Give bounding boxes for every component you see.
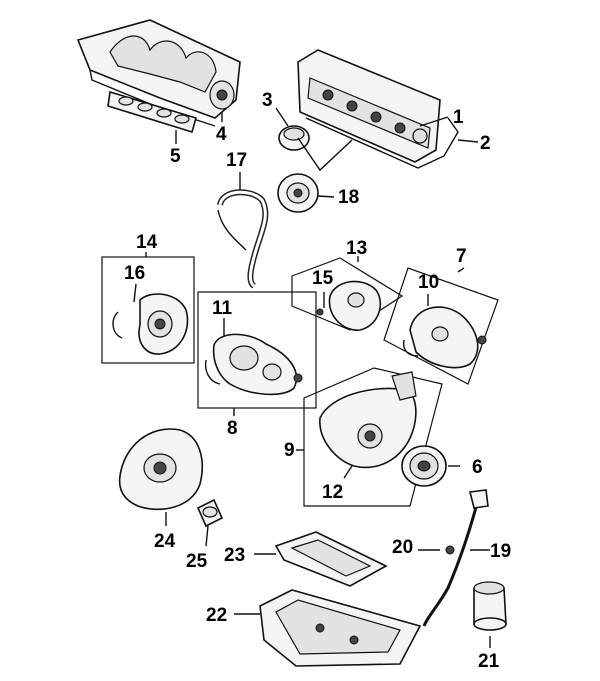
leader-lines bbox=[133, 107, 491, 648]
intake-gasket bbox=[107, 90, 197, 134]
callout-24: 24 bbox=[154, 531, 176, 552]
oil-pump bbox=[118, 428, 203, 511]
callout-3: 3 bbox=[262, 90, 273, 111]
timing-cover-rear bbox=[112, 293, 189, 355]
callout-16: 16 bbox=[124, 263, 145, 284]
callout-1: 1 bbox=[453, 107, 464, 128]
callout-6: 6 bbox=[472, 457, 483, 478]
callout-10: 10 bbox=[418, 272, 439, 293]
valve-cover-gasket bbox=[305, 117, 459, 169]
callout-21: 21 bbox=[478, 651, 500, 672]
oil-pan bbox=[259, 589, 422, 667]
group-box-7 bbox=[383, 267, 499, 385]
callout-18: 18 bbox=[338, 187, 359, 208]
group-box-8 bbox=[197, 291, 317, 409]
callout-19: 19 bbox=[490, 541, 511, 562]
timing-cover-upper-right bbox=[402, 306, 487, 369]
callout-4: 4 bbox=[216, 124, 227, 145]
callout-23: 23 bbox=[224, 545, 245, 566]
timing-belt bbox=[217, 189, 269, 289]
dipstick-assembly bbox=[422, 489, 489, 627]
cam-sprocket bbox=[277, 173, 319, 213]
group-box-14 bbox=[101, 256, 195, 364]
callout-12: 12 bbox=[322, 482, 343, 503]
callout-11: 11 bbox=[212, 298, 233, 319]
oil-filler-cap bbox=[278, 125, 310, 151]
timing-cover-upper-left bbox=[204, 333, 303, 396]
callout-22: 22 bbox=[206, 605, 227, 626]
oil-pan-baffle bbox=[274, 531, 388, 587]
callout-17: 17 bbox=[226, 150, 247, 171]
oil-filter bbox=[473, 581, 507, 631]
callout-8: 8 bbox=[227, 418, 238, 439]
callout-7: 7 bbox=[456, 246, 467, 267]
callout-2: 2 bbox=[480, 133, 491, 154]
callout-labels: 1 2 3 4 5 6 7 8 9 10 11 12 13 14 15 16 1… bbox=[124, 90, 511, 672]
callout-15: 15 bbox=[312, 268, 334, 289]
callout-25: 25 bbox=[186, 551, 208, 572]
filter-adapter bbox=[196, 498, 224, 528]
crankshaft-pulley bbox=[401, 445, 447, 487]
callout-20: 20 bbox=[392, 537, 413, 558]
timing-cover-lower bbox=[319, 371, 417, 469]
callout-13: 13 bbox=[346, 238, 367, 259]
callout-14: 14 bbox=[136, 232, 158, 253]
group-box-9 bbox=[303, 367, 443, 507]
valve-cover bbox=[297, 49, 441, 163]
callout-5: 5 bbox=[170, 146, 181, 167]
timing-cover-upper-center bbox=[316, 280, 382, 331]
callout-9: 9 bbox=[284, 440, 295, 461]
